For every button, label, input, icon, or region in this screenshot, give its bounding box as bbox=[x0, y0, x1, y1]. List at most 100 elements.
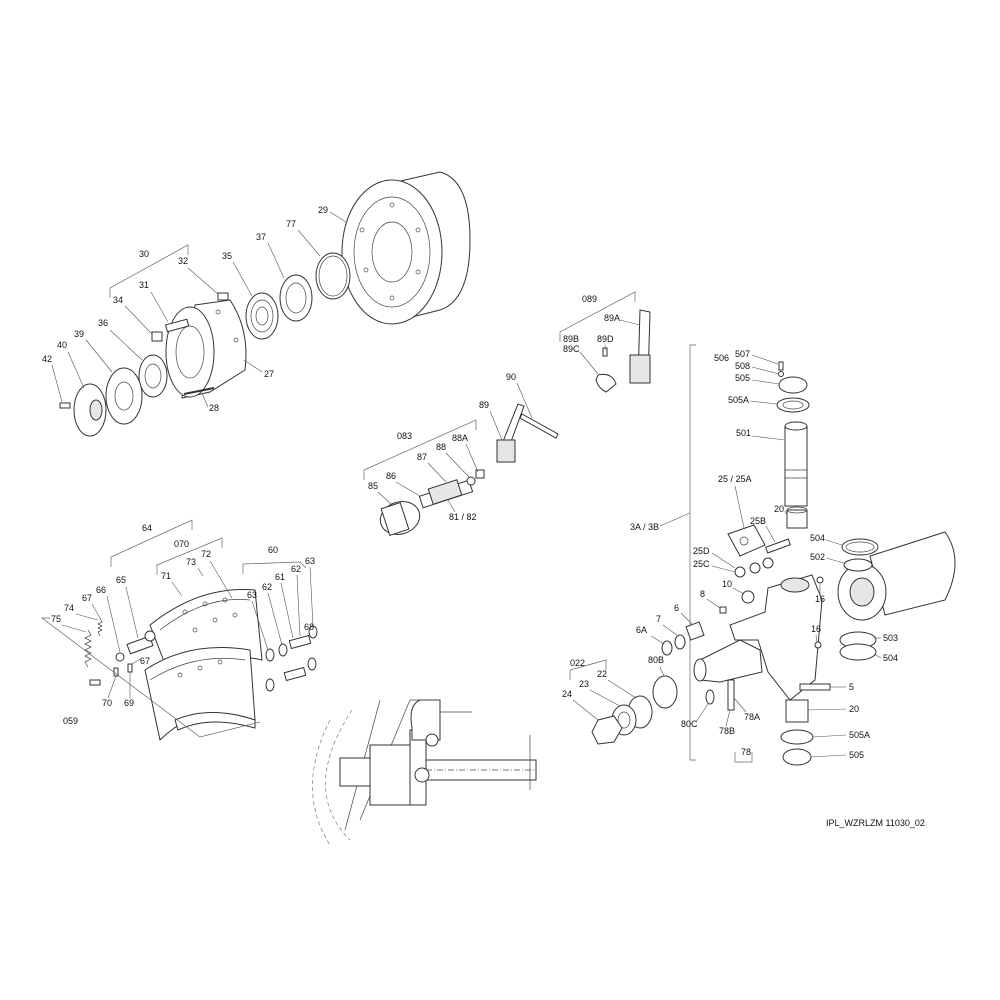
callout-69: 69 bbox=[124, 698, 134, 708]
callout-60: 60 bbox=[268, 545, 278, 555]
callout-070: 070 bbox=[174, 539, 189, 549]
callout-083: 083 bbox=[397, 431, 412, 441]
callout-89D: 89D bbox=[597, 334, 614, 344]
callout-89B: 89B bbox=[563, 334, 579, 344]
callout-508: 508 bbox=[735, 361, 750, 371]
cap-505-bottom bbox=[782, 748, 812, 766]
callout-85: 85 bbox=[368, 481, 378, 491]
callout-504-top: 504 bbox=[810, 533, 825, 543]
callout-68: 68 bbox=[304, 622, 314, 632]
callout-62-a: 62 bbox=[262, 582, 272, 592]
ring-77 bbox=[315, 252, 351, 300]
callout-90: 90 bbox=[506, 372, 516, 382]
callout-89A: 89A bbox=[604, 313, 620, 323]
callout-089: 089 bbox=[582, 294, 597, 304]
callout-39: 39 bbox=[74, 329, 84, 339]
callout-66: 66 bbox=[96, 585, 106, 595]
nut-24 bbox=[591, 715, 623, 745]
callout-23: 23 bbox=[579, 679, 589, 689]
callout-20-bottom: 20 bbox=[849, 704, 859, 714]
callout-67-b: 67 bbox=[140, 656, 150, 666]
callout-65: 65 bbox=[116, 575, 126, 585]
callout-10: 10 bbox=[722, 579, 732, 589]
callout-505-bottom: 505 bbox=[849, 750, 864, 760]
callout-25C: 25C bbox=[693, 559, 710, 569]
callout-62-b: 62 bbox=[291, 564, 301, 574]
callout-80B: 80B bbox=[648, 655, 664, 665]
kingpin-501 bbox=[784, 425, 808, 507]
callout-89: 89 bbox=[479, 400, 489, 410]
callout-88A: 88A bbox=[452, 433, 468, 443]
callout-25-25A: 25 / 25A bbox=[718, 474, 752, 484]
callout-31: 31 bbox=[139, 280, 149, 290]
callout-32: 32 bbox=[178, 256, 188, 266]
callout-34: 34 bbox=[113, 295, 123, 305]
callout-20-top: 20 bbox=[774, 504, 784, 514]
callout-504-bottom: 504 bbox=[883, 653, 898, 663]
brake-shoe-assembly bbox=[40, 519, 318, 742]
slack-adjuster-assembly bbox=[559, 291, 651, 393]
callout-29: 29 bbox=[318, 205, 328, 215]
seal-504-top bbox=[841, 538, 879, 556]
callout-63-b: 63 bbox=[305, 556, 315, 566]
callout-labels: 29 77 37 35 32 30 31 34 36 39 40 42 27 2… bbox=[42, 205, 898, 760]
callout-6A: 6A bbox=[636, 625, 647, 635]
callout-70: 70 bbox=[102, 698, 112, 708]
callout-25B: 25B bbox=[750, 516, 766, 526]
gasket-505A-bottom bbox=[780, 729, 814, 745]
callout-63-a: 63 bbox=[247, 590, 257, 600]
callout-501: 501 bbox=[736, 428, 751, 438]
callout-502: 502 bbox=[810, 552, 825, 562]
callout-86: 86 bbox=[386, 471, 396, 481]
callout-78A: 78A bbox=[744, 712, 760, 722]
callout-505A-top: 505A bbox=[728, 395, 749, 405]
callout-42: 42 bbox=[42, 354, 52, 364]
bushing-20-bottom bbox=[785, 699, 809, 723]
nut-34 bbox=[151, 331, 163, 342]
callout-30: 30 bbox=[139, 249, 149, 259]
callout-507: 507 bbox=[735, 349, 750, 359]
callout-78B: 78B bbox=[719, 726, 735, 736]
callout-7: 7 bbox=[656, 614, 661, 624]
callout-64: 64 bbox=[142, 523, 152, 533]
callout-28: 28 bbox=[209, 403, 219, 413]
callout-80C: 80C bbox=[681, 719, 698, 729]
callout-3A-3B: 3A / 3B bbox=[630, 522, 659, 532]
callout-71: 71 bbox=[161, 571, 171, 581]
pin-28 bbox=[183, 387, 215, 395]
callout-6: 6 bbox=[674, 603, 679, 613]
callout-25D: 25D bbox=[693, 546, 710, 556]
callout-36: 36 bbox=[98, 318, 108, 328]
callout-37: 37 bbox=[256, 232, 266, 242]
bolt-31 bbox=[164, 318, 190, 333]
callout-505A-bottom: 505A bbox=[849, 730, 870, 740]
callout-88: 88 bbox=[436, 442, 446, 452]
brake-drum-29 bbox=[341, 171, 471, 325]
seal-504-bottom bbox=[839, 643, 877, 661]
callout-503: 503 bbox=[883, 633, 898, 643]
callout-89C: 89C bbox=[563, 344, 580, 354]
gasket-505A-top bbox=[776, 397, 810, 413]
callout-24: 24 bbox=[562, 689, 572, 699]
drum-hub-assembly bbox=[59, 171, 471, 437]
callout-35: 35 bbox=[222, 251, 232, 261]
steering-knuckle-assembly bbox=[569, 344, 956, 766]
callout-40: 40 bbox=[57, 340, 67, 350]
cap-505-top bbox=[778, 376, 808, 394]
callout-5: 5 bbox=[849, 682, 854, 692]
callout-22: 22 bbox=[597, 669, 607, 679]
callout-67-a: 67 bbox=[82, 593, 92, 603]
seal-37 bbox=[279, 274, 313, 322]
callout-059: 059 bbox=[63, 716, 78, 726]
callout-77: 77 bbox=[286, 219, 296, 229]
callout-022: 022 bbox=[570, 658, 585, 668]
drawing-identifier: IPL_WZRLZM 11030_02 bbox=[826, 818, 925, 828]
callout-506: 506 bbox=[714, 353, 729, 363]
callout-72: 72 bbox=[201, 549, 211, 559]
bracket-89-spring-90 bbox=[496, 403, 559, 463]
screw-42 bbox=[59, 402, 71, 409]
bushing-20-top bbox=[786, 509, 808, 529]
gasket-39 bbox=[105, 367, 143, 425]
seal-80B bbox=[652, 675, 678, 709]
